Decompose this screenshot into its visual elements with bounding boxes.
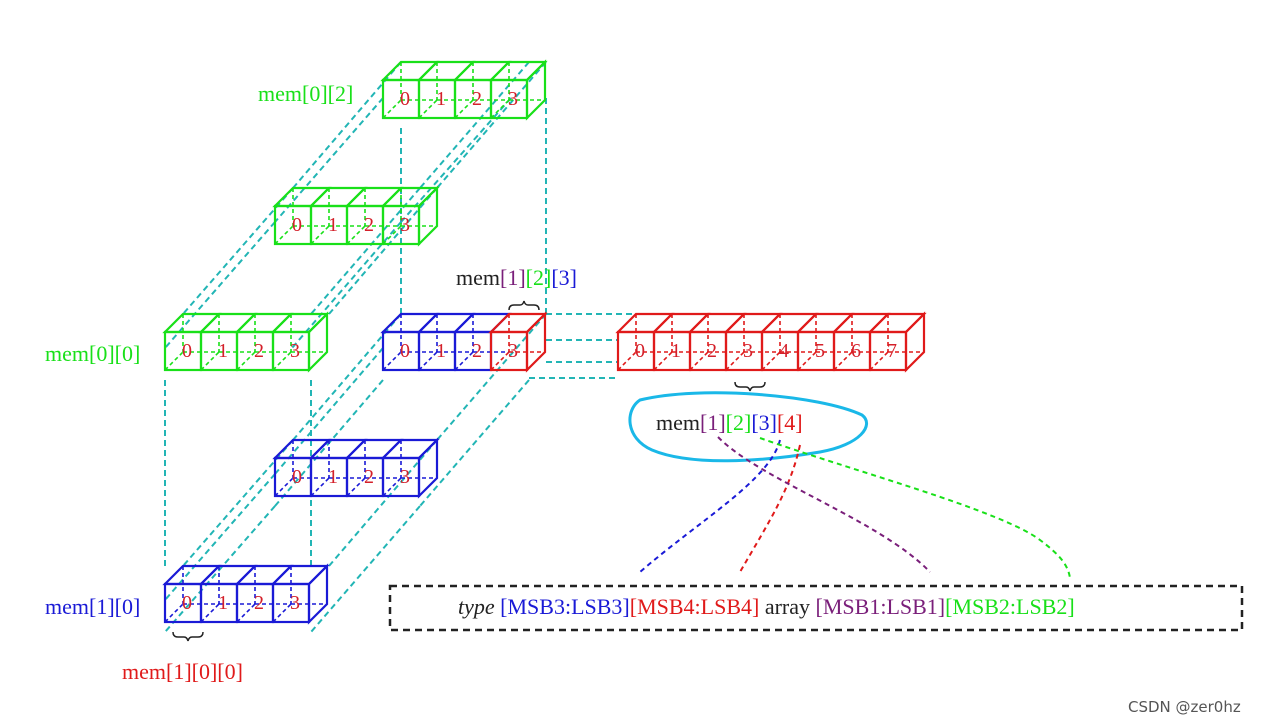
cell-digit: 2 (472, 88, 482, 110)
row-mem-0-2: 0 1 2 3 (380, 59, 548, 121)
cell-digit: 1 (671, 340, 681, 362)
cell-digit: 2 (364, 214, 374, 236)
row-byte-array: 0 1 2 3 4 5 6 7 (615, 311, 927, 373)
cell-digit: 3 (508, 88, 518, 110)
cell-digit: 3 (400, 466, 410, 488)
cell-digit: 3 (290, 340, 300, 362)
cell-digit: 3 (290, 592, 300, 614)
row-green-mid: 0 1 2 3 (272, 185, 440, 247)
cell-digit: 4 (779, 340, 789, 362)
row-blue-mid: 0 1 2 3 (272, 437, 440, 499)
cell-digit: 6 (851, 340, 861, 362)
cell-digit: 2 (254, 592, 264, 614)
cube-cell: 3 (270, 563, 330, 625)
cube-cell: 3 (488, 311, 548, 373)
cube-cell: 3 (488, 59, 548, 121)
cell-digit: 1 (218, 592, 228, 614)
cube-cell: 3 (270, 311, 330, 373)
cube-rows: 0 1 2 3 0 1 2 3 0 1 2 3 0 1 2 3 0 1 2 3 0 1 2 3 0 1 2 3 4 5 6 7 (162, 59, 927, 625)
brace-mem-1-2-3 (508, 300, 540, 311)
label-mem-1-2-3: mem[1][2][3] (456, 265, 577, 290)
watermark: CSDN @zer0hz (1128, 698, 1241, 716)
row-mem-1-0: 0 1 2 3 (162, 563, 330, 625)
label-mem-0-0: mem[0][0] (45, 341, 140, 366)
cube-cell: 4 (759, 312, 819, 372)
cell-digit: 0 (182, 592, 192, 614)
connector-lines (164, 61, 636, 633)
cell-digit: 0 (400, 340, 410, 362)
cell-digit: 0 (182, 340, 192, 362)
curve-blue (639, 439, 781, 573)
cell-digit: 0 (292, 466, 302, 488)
cell-digit: 1 (436, 340, 446, 362)
cell-digit: 7 (887, 340, 897, 362)
cell-digit: 0 (400, 88, 410, 110)
cell-digit: 0 (292, 214, 302, 236)
brace-mem-1-2-3-4 (734, 381, 766, 392)
cell-digit: 3 (508, 340, 518, 362)
curve-purple (717, 436, 931, 573)
cube-cell: 7 (867, 311, 927, 373)
cell-digit: 1 (218, 340, 228, 362)
cell-digit: 1 (328, 214, 338, 236)
cell-digit: 1 (328, 466, 338, 488)
cell-digit: 5 (815, 340, 825, 362)
label-mem-1-0-0: mem[1][0][0] (122, 659, 243, 684)
cell-digit: 2 (254, 340, 264, 362)
cell-digit: 3 (400, 214, 410, 236)
brace-mem-1-0-0 (172, 631, 204, 642)
cell-digit: 0 (635, 340, 645, 362)
cell-digit: 3 (743, 340, 753, 362)
curve-green (759, 437, 1071, 579)
curve-red (739, 444, 801, 573)
cube-cell: 3 (380, 185, 440, 247)
cell-digit: 2 (364, 466, 374, 488)
label-mem-1-0: mem[1][0] (45, 594, 140, 619)
row-mem-1-2: 0 1 2 3 (380, 311, 548, 373)
cell-digit: 1 (436, 88, 446, 110)
cube-cell: 3 (380, 437, 440, 499)
index-mapping-curves (639, 436, 1071, 579)
declaration-box (388, 584, 1244, 632)
declaration-text: type [MSB3:LSB3][MSB4:LSB4] array [MSB1:… (458, 594, 1075, 619)
label-mem-0-2: mem[0][2] (258, 81, 353, 106)
cell-digit: 2 (472, 340, 482, 362)
highlight-ellipse (628, 391, 868, 463)
braces (172, 300, 766, 642)
cell-digit: 2 (707, 340, 717, 362)
row-mem-0-0: 0 1 2 3 (162, 311, 330, 373)
label-mem-1-2-3-4: mem[1][2][3][4] (656, 410, 803, 435)
